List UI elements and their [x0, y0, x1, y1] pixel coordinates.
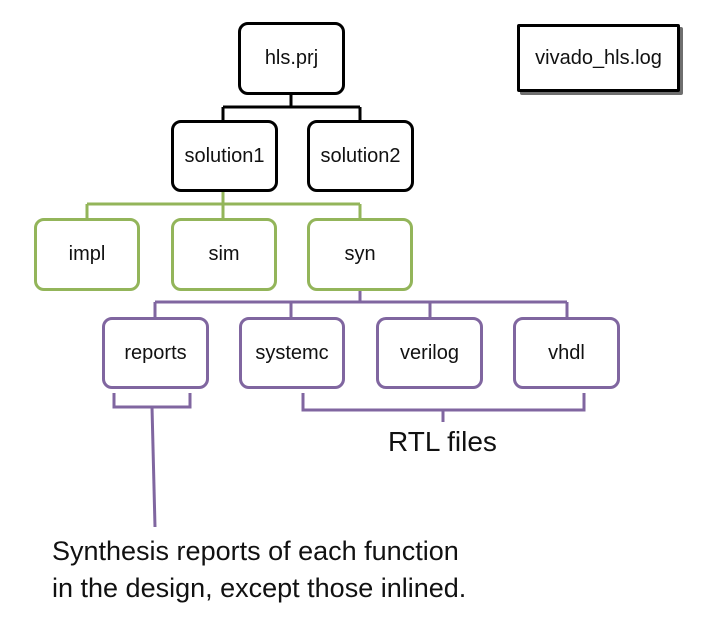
folder-solution1: solution1 — [171, 120, 278, 192]
folder-reports: reports — [102, 317, 209, 389]
file-vivado-hls-log: vivado_hls.log — [517, 24, 680, 92]
green-connectors — [85, 191, 362, 219]
reports-bracket — [112, 393, 192, 409]
note-line-2: in the design, except those inlined. — [52, 573, 467, 603]
folder-sim: sim — [171, 218, 277, 291]
folder-impl: impl — [34, 218, 140, 291]
synthesis-reports-note: Synthesis reports of each function in th… — [52, 533, 466, 607]
black-connectors — [221, 94, 362, 121]
rtl-files-bracket — [301, 393, 586, 412]
folder-vhdl: vhdl — [513, 317, 620, 389]
folder-hls-prj: hls.prj — [238, 22, 345, 95]
purple-connectors — [112, 290, 586, 528]
folder-syn: syn — [307, 218, 413, 291]
rtl-files-label: RTL files — [388, 426, 497, 457]
folder-systemc: systemc — [239, 317, 345, 389]
reports-pointer-line — [150, 406, 157, 528]
folder-verilog: verilog — [376, 317, 483, 389]
folder-solution2: solution2 — [307, 120, 414, 192]
note-line-1: Synthesis reports of each function — [52, 536, 459, 566]
